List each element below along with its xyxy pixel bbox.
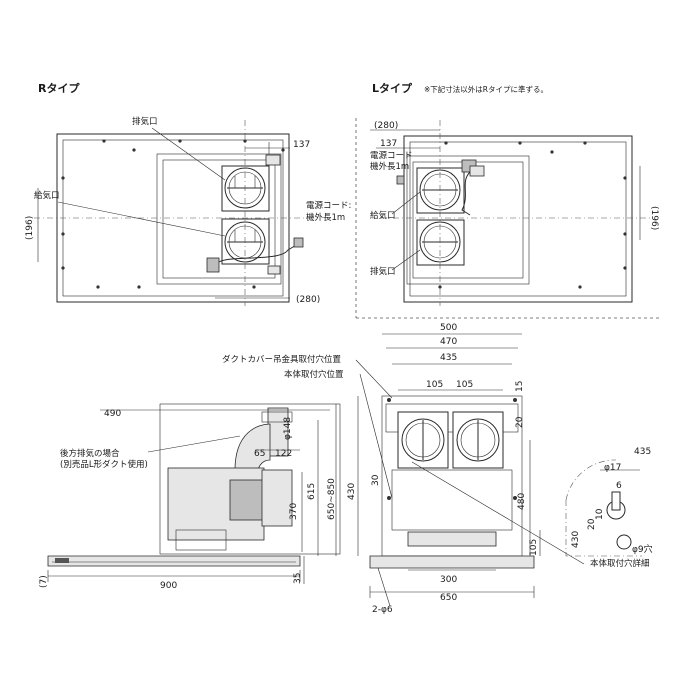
l-screw-holes	[438, 141, 627, 289]
front-dim-30: 30	[371, 474, 381, 486]
detail-dim-6: 6	[616, 481, 622, 491]
r-dim-137: 137	[293, 140, 310, 150]
l-exhaust-label: 排気口	[370, 266, 396, 277]
side-dim-650-850: 650~850	[327, 478, 337, 520]
side-dim-65: 65	[254, 449, 265, 459]
r-power-cord	[218, 243, 299, 263]
r-motor-frame	[156, 153, 282, 285]
body-hole-detail-label: 本体取付穴詳細	[590, 558, 650, 569]
r-intake-label: 給気口	[34, 190, 60, 201]
back-exhaust-label-1: 後方排気の場合	[60, 448, 120, 459]
back-exhaust-label-2: (別売品L形ダクト使用)	[60, 459, 148, 470]
front-dim-500: 500	[440, 323, 457, 333]
l-dim-280: (280)	[374, 121, 398, 131]
detail-dim-20: 20	[587, 518, 597, 530]
r-dim-280: (280)	[296, 295, 320, 305]
l-type-title: Lタイプ	[372, 81, 413, 95]
front-dim-650: 650	[440, 593, 457, 603]
front-dim-300: 300	[440, 575, 457, 585]
side-dim-615: 615	[307, 483, 317, 500]
l-intake-label: 給気口	[370, 210, 396, 221]
l-type-note: ※下記寸法以外はRタイプに準ずる。	[424, 84, 548, 94]
front-dim-20: 20	[515, 416, 525, 428]
front-dim-105a: 105	[426, 380, 443, 390]
side-duct-cover	[159, 403, 341, 555]
r-motor-frame-inner	[162, 159, 276, 279]
side-dim-490: 490	[104, 409, 121, 419]
detail-dim-phi17: φ17	[604, 463, 621, 473]
hole-detail: 435 φ17 6 10 20 430 φ9穴	[565, 447, 653, 557]
side-dim-370: 370	[289, 503, 299, 520]
r-exhaust-label: 排気口	[132, 116, 158, 127]
r-cord-label-1: 電源コード:	[306, 201, 351, 211]
l-motor-frame	[406, 155, 530, 285]
side-view: 後方排気の場合 (別売品L形ダクト使用) 490 65 122 φ148 370…	[39, 403, 341, 591]
r-cord-label-2: 機外長1m	[306, 212, 345, 223]
l-dim-137: 137	[380, 139, 397, 149]
r-cord-plug	[293, 237, 304, 248]
side-l-duct	[234, 423, 271, 471]
r-screw-holes	[61, 139, 285, 289]
front-dim-470: 470	[440, 337, 457, 347]
r-type-title: Rタイプ	[38, 81, 80, 95]
r-dim-196: (196)	[25, 216, 35, 240]
l-cord-label-1: 電源コード	[370, 151, 413, 161]
l-dim-196: (196)	[649, 206, 659, 230]
front-dim-435: 435	[440, 353, 457, 363]
detail-round-hole	[616, 534, 632, 550]
detail-dim-phi9: φ9穴	[632, 543, 653, 555]
side-dim-phi148: φ148	[283, 417, 293, 440]
detail-dim-430: 430	[571, 531, 581, 548]
side-dim-35: 35	[293, 573, 303, 584]
body-mount-label: 本体取付穴位置	[284, 369, 344, 380]
front-view: ダクトカバー吊金具取付穴位置 本体取付穴位置 500 470 435 105 1…	[222, 323, 650, 615]
l-plate-outline	[403, 135, 633, 303]
front-dim-hole: 2-φ6	[372, 605, 393, 615]
duct-cover-label: ダクトカバー吊金具取付穴位置	[222, 354, 342, 365]
side-dim-900: 900	[160, 581, 177, 591]
front-dim-105c: 105	[529, 539, 539, 556]
detail-dim-10: 10	[595, 508, 605, 520]
front-hood-bottom	[369, 555, 535, 569]
l-cord-plug	[396, 175, 405, 185]
front-dim-15: 15	[515, 381, 525, 392]
front-dim-480: 480	[517, 493, 527, 510]
r-type-plan-view: Rタイプ	[25, 81, 351, 306]
front-dim-105b: 105	[456, 380, 473, 390]
detail-dim-435: 435	[634, 447, 651, 457]
l-power-cord	[461, 171, 471, 216]
side-dim-122: 122	[275, 449, 292, 459]
l-type-plan-view: Lタイプ ※下記寸法以外はRタイプに準ずる。 電源コード 機外長1m 給気口	[370, 81, 659, 306]
side-hood-bottom	[47, 555, 301, 567]
front-dim-430: 430	[347, 483, 357, 500]
side-dim-7: (7)	[39, 575, 49, 588]
l-cord-label-2: 機外長1m	[370, 161, 409, 172]
